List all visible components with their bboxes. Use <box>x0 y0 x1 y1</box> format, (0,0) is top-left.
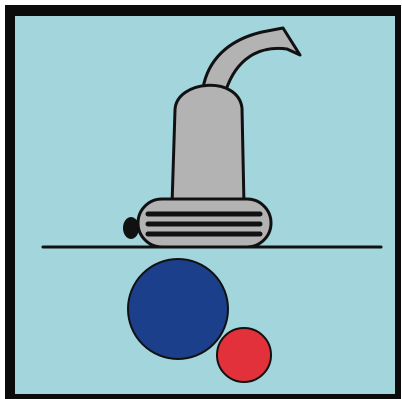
probe-body <box>172 85 244 205</box>
probe-marker <box>123 217 139 239</box>
large-target-circle <box>128 259 228 359</box>
small-target-circle <box>217 328 271 382</box>
